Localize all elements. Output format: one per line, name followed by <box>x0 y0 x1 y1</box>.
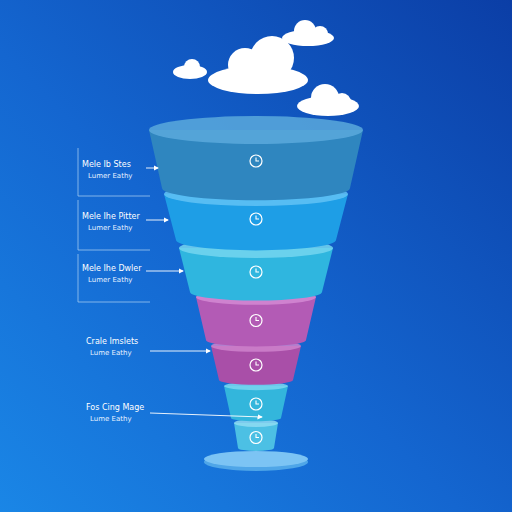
layer-icon <box>250 359 262 371</box>
stage-heading: Mele Ihe Dwler <box>82 265 142 273</box>
layer-top <box>149 116 363 144</box>
layer-icon-hand <box>256 158 259 162</box>
layer-icon-hand <box>256 216 259 220</box>
layer-icon <box>250 266 262 278</box>
stage-heading: Mele Ib Stes <box>82 161 131 169</box>
layer-icon <box>250 432 262 444</box>
stage-heading: Fos Cing Mage <box>86 404 144 412</box>
layer-icon <box>250 398 262 410</box>
stage-heading: Crale Imslets <box>86 338 138 346</box>
layer-icon-hand <box>256 401 259 405</box>
layer-icon <box>250 155 262 167</box>
stage-note: Lume Eathy <box>90 416 132 423</box>
funnel-layer <box>234 423 278 451</box>
stage-note: Lumer Eathy <box>88 277 132 284</box>
stage-heading: Mele Ihe Pitter <box>82 213 140 221</box>
layer-icon-hand <box>256 362 259 366</box>
stage-note: Lumer Eathy <box>88 225 132 232</box>
stage-note: Lumer Eathy <box>88 173 132 180</box>
layer-icon-hand <box>256 317 259 321</box>
layer-icon <box>250 315 262 327</box>
layer-icon-hand <box>256 269 259 273</box>
layer-icon <box>250 213 262 225</box>
layer-icon-hand <box>256 434 259 438</box>
stage-note: Lume Eathy <box>90 350 132 357</box>
